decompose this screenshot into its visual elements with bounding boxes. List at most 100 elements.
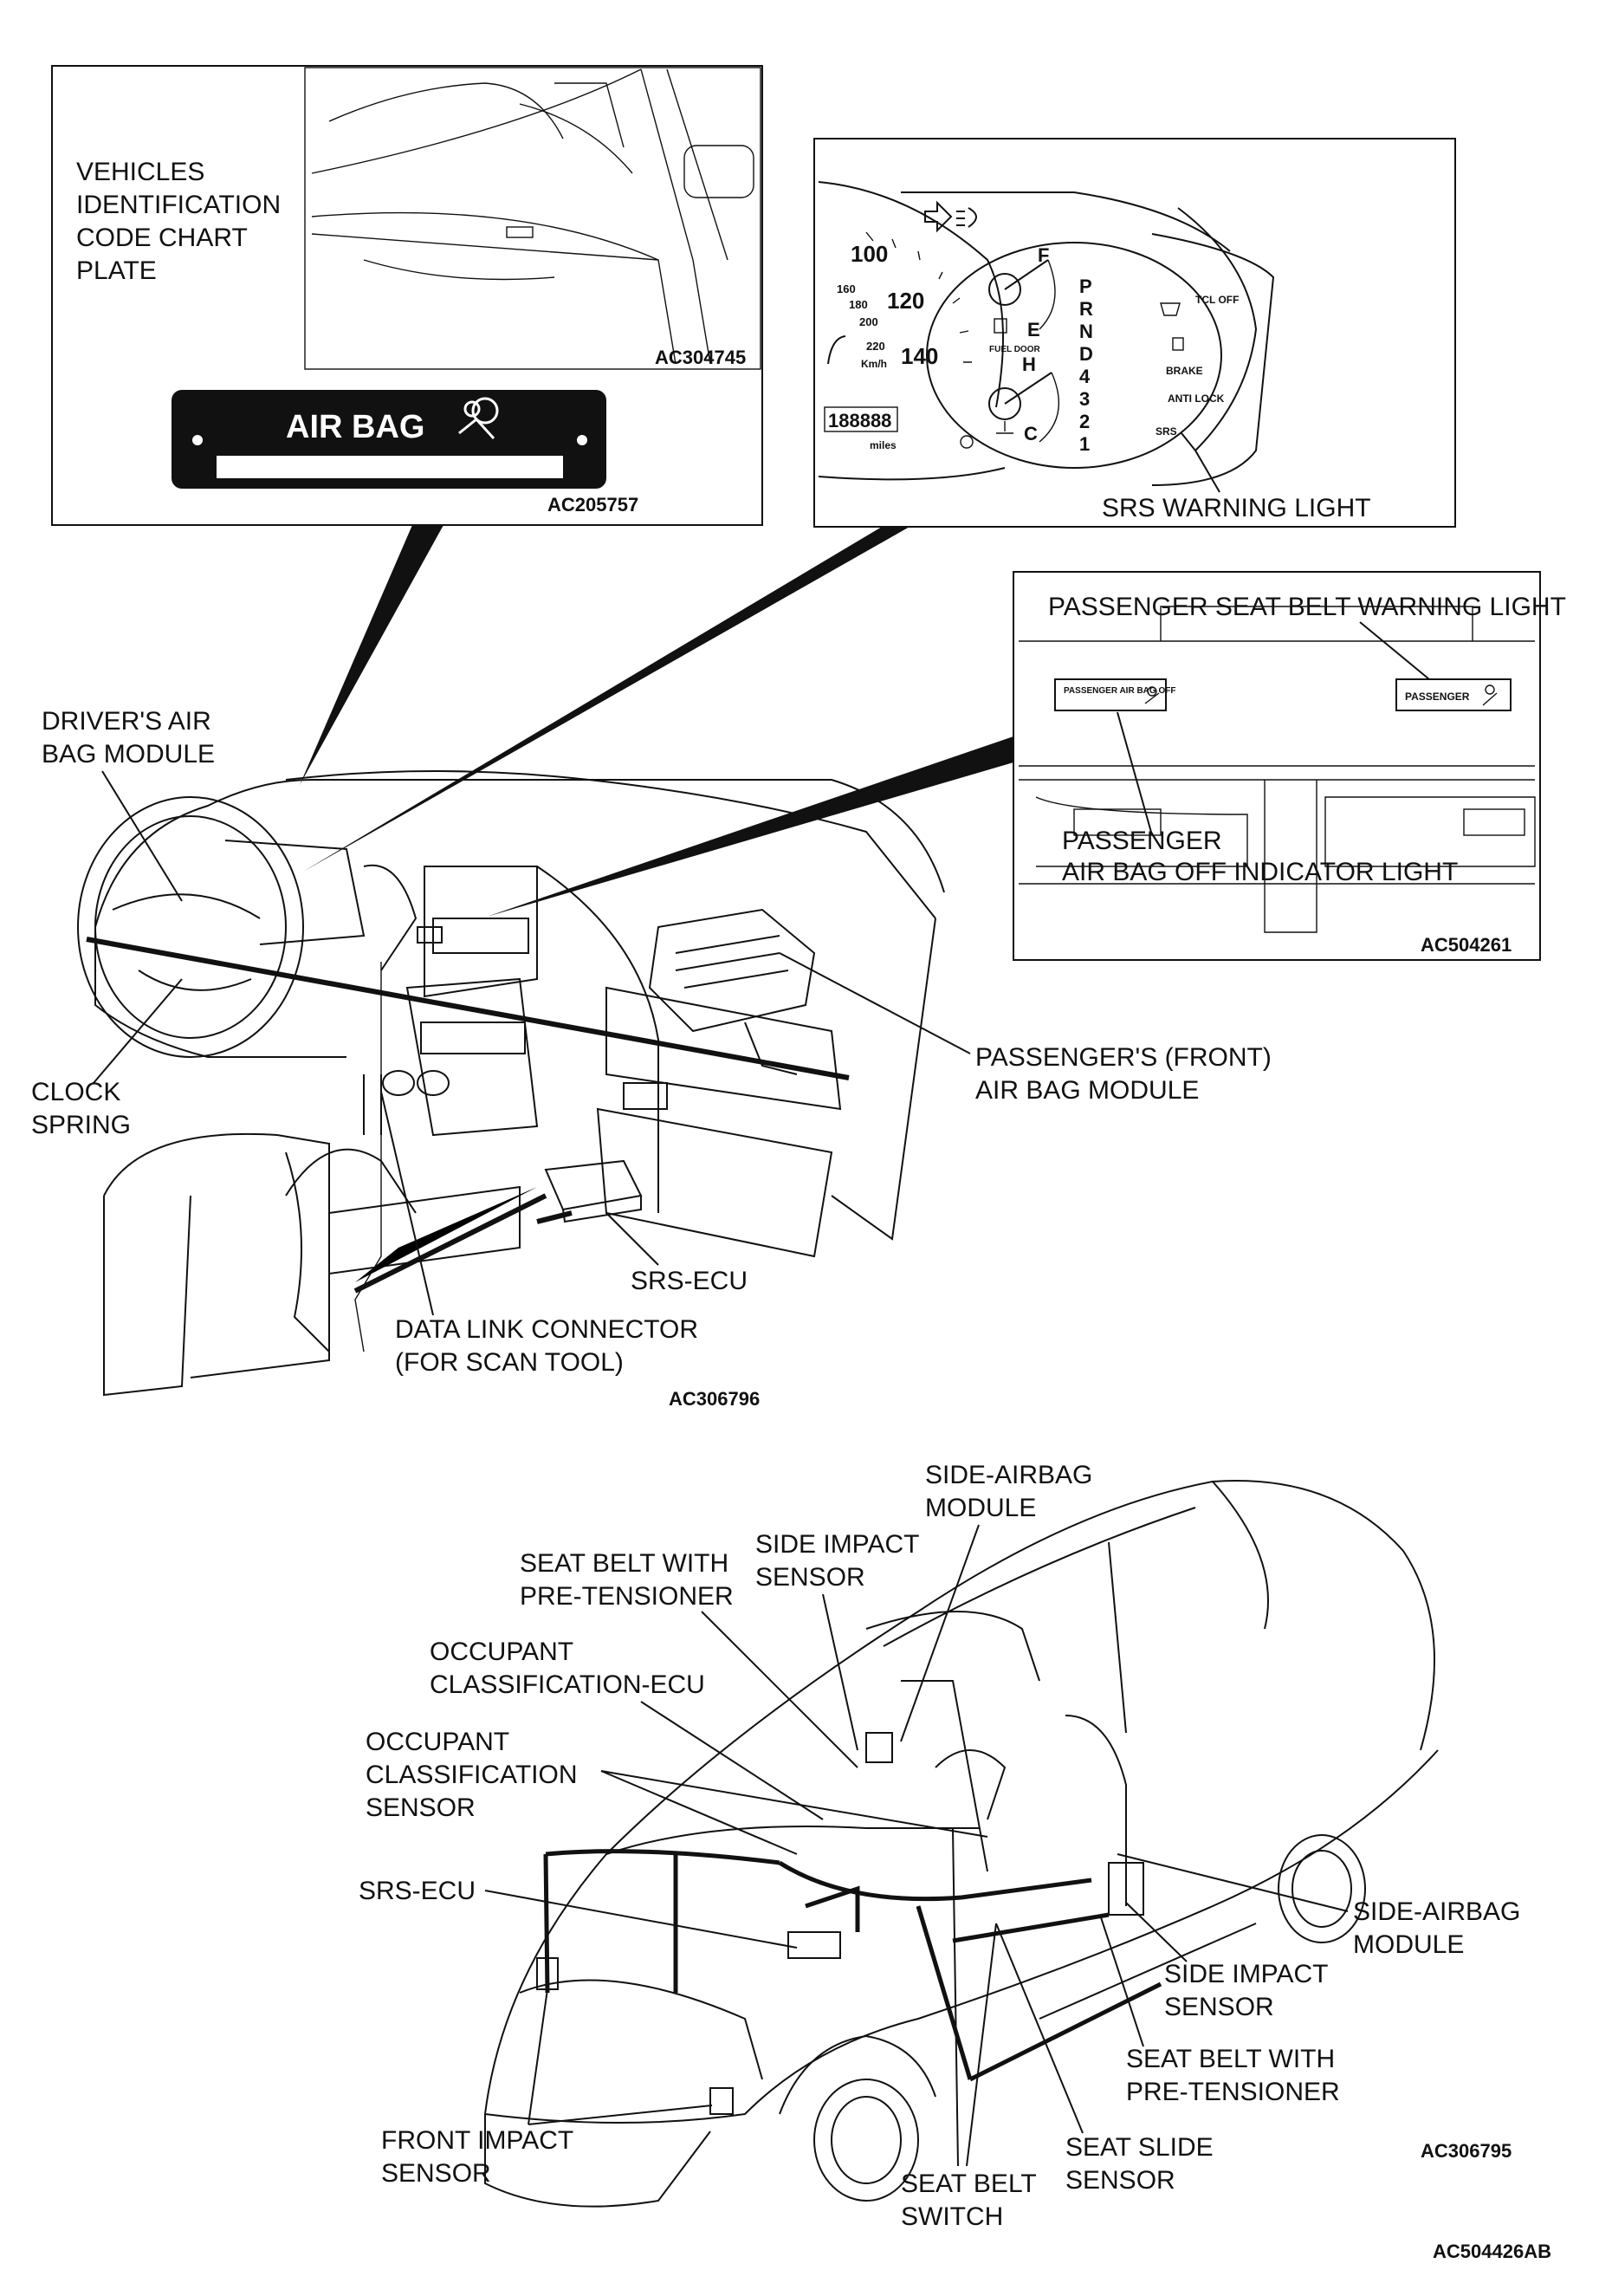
data-link-label-1: DATA LINK CONNECTOR (395, 1315, 698, 1344)
side-impact-top-1: SIDE IMPACT (755, 1530, 919, 1559)
vin-plate-code: AC205757 (547, 494, 638, 516)
instrument-cluster-inset: 100 120 140 160 180 200 220 Km/h 188888 … (813, 138, 1456, 528)
srs-warning-leader (1181, 432, 1220, 493)
small-mark-200: 200 (859, 315, 878, 328)
side-airbag-top-2: MODULE (925, 1494, 1036, 1522)
dash-labels: DRIVER'S AIR BAG MODULE CLOCK SPRING PAS… (31, 707, 1272, 1410)
occ-sensor-3: SENSOR (366, 1793, 476, 1822)
indicator-circle-icon (960, 435, 974, 449)
srs-ecu-box (544, 1159, 643, 1223)
fuel-door-text: FUEL DOOR (989, 345, 1040, 354)
seat-belt-pre-top-2: PRE-TENSIONER (520, 1582, 734, 1611)
gear-3: 3 (1079, 388, 1090, 410)
car-labels: SIDE-AIRBAG MODULE SIDE IMPACT SENSOR SE… (359, 1461, 1520, 2231)
data-link-label-2: (FOR SCAN TOOL) (395, 1348, 624, 1377)
airbag-off-icon (1144, 686, 1160, 704)
temp-mark-c: C (1024, 423, 1038, 444)
side-airbag-top-1: SIDE-AIRBAG (925, 1461, 1092, 1489)
speed-mark-100: 100 (851, 241, 888, 267)
dash-harness-line (86, 937, 850, 1080)
fuel-pump-icon (994, 318, 1007, 334)
figure-code: AC504426AB (1433, 2241, 1551, 2262)
airbag-off-label-2: AIR BAG OFF INDICATOR LIGHT (1062, 858, 1458, 886)
seat-belt-pre-right-2: PRE-TENSIONER (1126, 2078, 1340, 2106)
side-impact-right-2: SENSOR (1164, 1993, 1274, 2021)
clock-spring-label-1: CLOCK (31, 1078, 120, 1106)
turn-signal-icon (924, 200, 953, 233)
gear-n: N (1079, 321, 1093, 342)
panel-sketch (1019, 606, 1536, 933)
airbag-off-label-1: PASSENGER (1062, 827, 1222, 855)
seat-belt-pre-right-1: SEAT BELT WITH (1126, 2045, 1335, 2073)
seat-belt-switch-1: SEAT BELT (901, 2170, 1037, 2198)
switch-left-text: PASSENGER AIR BAG OFF (1064, 686, 1175, 696)
passenger-seatbelt-switch (1395, 678, 1512, 711)
dash-srs-ecu-label: SRS-ECU (631, 1267, 748, 1295)
occ-ecu-2: CLASSIFICATION-ECU (430, 1670, 705, 1699)
passenger-airbag-label-2: AIR BAG MODULE (975, 1076, 1199, 1105)
small-mark-160: 160 (837, 282, 856, 295)
passenger-airbag-off-switch (1054, 678, 1167, 711)
air-bag-plate: AIR BAG (172, 390, 606, 489)
seat-belt-icon (1482, 684, 1498, 706)
vin-label-line-3: CODE CHART (76, 224, 248, 252)
occ-sensor-1: OCCUPANT (366, 1728, 509, 1756)
passenger-airbag-module-drawing (648, 908, 816, 1075)
side-impact-top-2: SENSOR (755, 1563, 865, 1592)
vin-label-line-4: PLATE (76, 256, 157, 285)
cluster-callout-wedge (303, 527, 910, 872)
speed-unit: Km/h (861, 358, 887, 370)
passenger-airbag-label-1: PASSENGER'S (FRONT) (975, 1043, 1272, 1072)
small-mark-220: 220 (866, 340, 885, 353)
slip-indicator-icon (1160, 302, 1181, 316)
fuel-mark-e: E (1027, 319, 1040, 341)
passenger-seat-belt-warning-label: PASSENGER SEAT BELT WARNING LIGHT (1048, 593, 1566, 621)
small-mark-180: 180 (849, 298, 868, 311)
seat-belt-pre-top-1: SEAT BELT WITH (520, 1549, 728, 1578)
needle-icon (827, 335, 846, 365)
vin-label-line-2: IDENTIFICATION (76, 191, 281, 219)
srs-lamp-text: SRS (1156, 425, 1177, 438)
gear-2: 2 (1079, 411, 1090, 432)
air-bag-plate-text: AIR BAG (286, 409, 424, 445)
fog-light-icon (956, 207, 977, 228)
temp-gauge-hub (988, 387, 1021, 420)
seat-slide-1: SEAT SLIDE (1065, 2133, 1214, 2162)
anti-lock-text: ANTI LOCK (1168, 392, 1225, 405)
srs-warning-light-label: SRS WARNING LIGHT (1102, 494, 1371, 522)
dash-code: AC306796 (669, 1388, 760, 1410)
driver-airbag-label-1: DRIVER'S AIR (42, 707, 211, 736)
side-impact-right-1: SIDE IMPACT (1164, 1960, 1328, 1988)
gear-d: D (1079, 343, 1093, 365)
tcl-text: TCL OFF (1195, 294, 1239, 306)
car-drawing (484, 1480, 1439, 2208)
coolant-icon (996, 421, 1013, 434)
passenger-panel-inset: PASSENGER AIR BAG OFF PASSENGER PASSENGE… (1013, 571, 1566, 961)
temp-mark-h: H (1022, 353, 1036, 375)
vin-plate-inset: AC304745 VEHICLES IDENTIFICATION CODE CH… (51, 65, 763, 526)
fuel-warning-icon (1172, 337, 1184, 351)
switch-right-text: PASSENGER (1405, 691, 1470, 703)
front-impact-2: SENSOR (381, 2159, 491, 2188)
seat-belt-warning-leader (1359, 621, 1430, 680)
dashboard-drawing (77, 770, 945, 1397)
gear-4: 4 (1079, 366, 1091, 387)
seat-belt-switch-2: SWITCH (901, 2202, 1003, 2231)
seat-slide-2: SENSOR (1065, 2166, 1175, 2195)
speedometer-ticks (865, 231, 972, 363)
occ-ecu-1: OCCUPANT (430, 1638, 573, 1666)
airbag-person-icon (458, 397, 499, 440)
windshield-photo (311, 68, 754, 365)
front-impact-1: FRONT IMPACT (381, 2126, 573, 2155)
speed-mark-140: 140 (901, 343, 938, 369)
brake-text: BRAKE (1166, 365, 1203, 377)
passenger-panel-code: AC504261 (1421, 934, 1512, 956)
vin-label-line-1: VEHICLES (76, 158, 204, 186)
occ-sensor-2: CLASSIFICATION (366, 1761, 577, 1789)
gear-p: P (1079, 276, 1092, 297)
gear-1: 1 (1079, 433, 1090, 455)
odometer-unit: miles (870, 439, 897, 451)
cluster-drawing (818, 181, 1275, 486)
side-airbag-right-2: MODULE (1353, 1930, 1464, 1959)
